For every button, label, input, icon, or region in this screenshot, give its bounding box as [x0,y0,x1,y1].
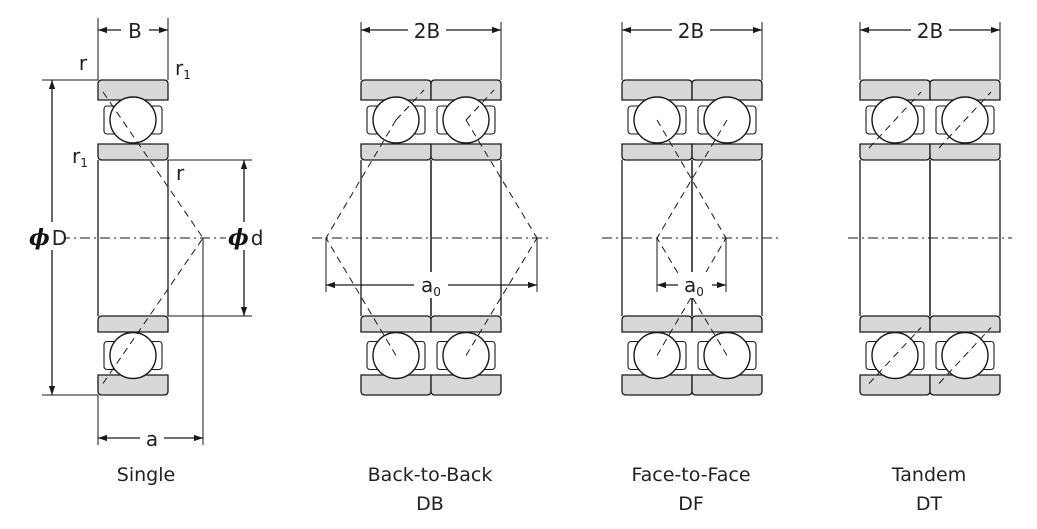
inner-ring [97,315,169,333]
label-bg [672,18,710,44]
ball [109,331,157,380]
single-bearing-lower [97,315,169,396]
db-bearing-left-upper [360,79,432,161]
label-bg [414,272,448,298]
ball [109,96,157,144]
inner-ring [929,315,1001,333]
contact-line [656,119,728,239]
caption-single: Single [117,464,175,486]
outer-ring [430,374,502,396]
label-r1-left: r1 [72,144,88,170]
inner-ring [691,315,763,333]
contact-line [325,119,397,239]
caption-df-title: Face-to-Face [631,464,750,486]
label-bg [408,18,446,44]
label-bg [678,272,712,298]
outer-ring [97,374,169,396]
label-r-inner: r [176,161,185,185]
df-bearing-left-lower [621,315,693,396]
outer-ring [97,79,169,101]
label-a0-df: a0 [684,273,704,299]
label-bg [121,18,149,44]
inner-ring [360,143,432,161]
label-r-top-left: r [79,51,88,75]
inner-ring [691,143,763,161]
inner-ring [97,143,169,161]
contact-line [656,119,727,239]
outer-ring [929,374,1001,396]
outer-ring [691,79,763,101]
label-B: B [128,19,142,43]
label-2B-dt: 2B [917,19,943,43]
contact-line [656,237,727,356]
contact-line [465,89,495,121]
contact-line [102,237,204,384]
inner-ring [929,143,1001,161]
geometry-lines [40,18,1012,445]
df-bearing-right-lower [691,315,763,396]
label-2B-df: 2B [678,19,704,43]
label-a0-db: a0 [421,273,441,299]
outer-ring [430,79,502,101]
contact-line [465,119,538,239]
inner-ring [621,143,693,161]
label-bg [911,18,949,44]
outer-ring [691,374,763,396]
dt-bearing-right-lower [929,315,1001,396]
contact-line [868,327,922,384]
outer-ring [929,79,1001,101]
caption-dt-title: Tandem [891,464,966,486]
contact-line [395,89,425,121]
caption-db-title: Back-to-Back [368,464,493,486]
single-bearing-upper [97,79,169,161]
contact-line [868,91,922,149]
caption-dt-code: DT [916,493,943,515]
contact-line [465,237,538,356]
caption-df-code: DF [678,493,704,515]
inner-ring [621,315,693,333]
contact-line [656,237,728,356]
pair-dimension-labels: 2B 2B 2B a0 a0 [408,18,949,299]
caption-db-code: DB [416,493,444,515]
contact-line [102,91,204,239]
contact-line [325,237,397,356]
inner-ring [360,315,432,333]
captions: Single Back-to-Back DB Face-to-Face DF T… [117,464,966,515]
inner-ring [430,143,502,161]
contact-line [938,327,992,384]
label-bg [140,425,164,451]
df-bearing-left-upper [621,79,693,161]
contact-line [938,91,992,149]
label-2B-db: 2B [414,19,440,43]
label-a: a [146,427,158,451]
label-bg [226,222,264,250]
inner-ring [430,315,502,333]
label-r1-top-right: r1 [175,56,191,82]
label-bg [27,222,65,250]
